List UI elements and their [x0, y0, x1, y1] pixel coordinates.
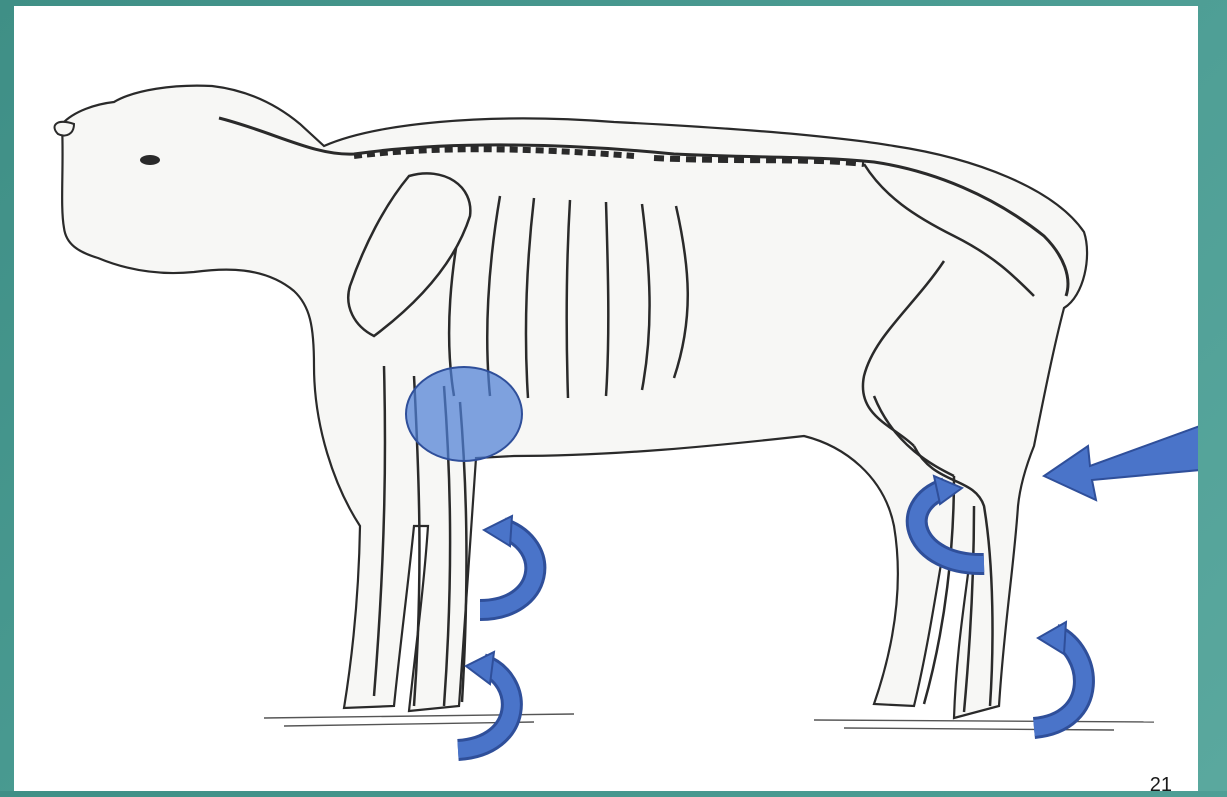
hock-arrow-icon — [1044, 426, 1198, 500]
ground-shading — [264, 714, 1154, 730]
sheep-body-outline — [62, 86, 1087, 718]
curved-arrow-icon-front-knee — [480, 516, 535, 610]
sheep-skeleton-figure — [14, 6, 1198, 791]
slide-panel: 21 — [14, 6, 1198, 791]
elbow-joint-highlight — [406, 367, 522, 461]
page-number: 21 — [1150, 774, 1172, 797]
curved-arrow-icon-hind-fetlock — [1034, 622, 1084, 728]
ear-icon — [55, 122, 74, 136]
curved-arrow-icon-front-fetlock — [458, 652, 512, 750]
eye-icon — [140, 155, 160, 165]
